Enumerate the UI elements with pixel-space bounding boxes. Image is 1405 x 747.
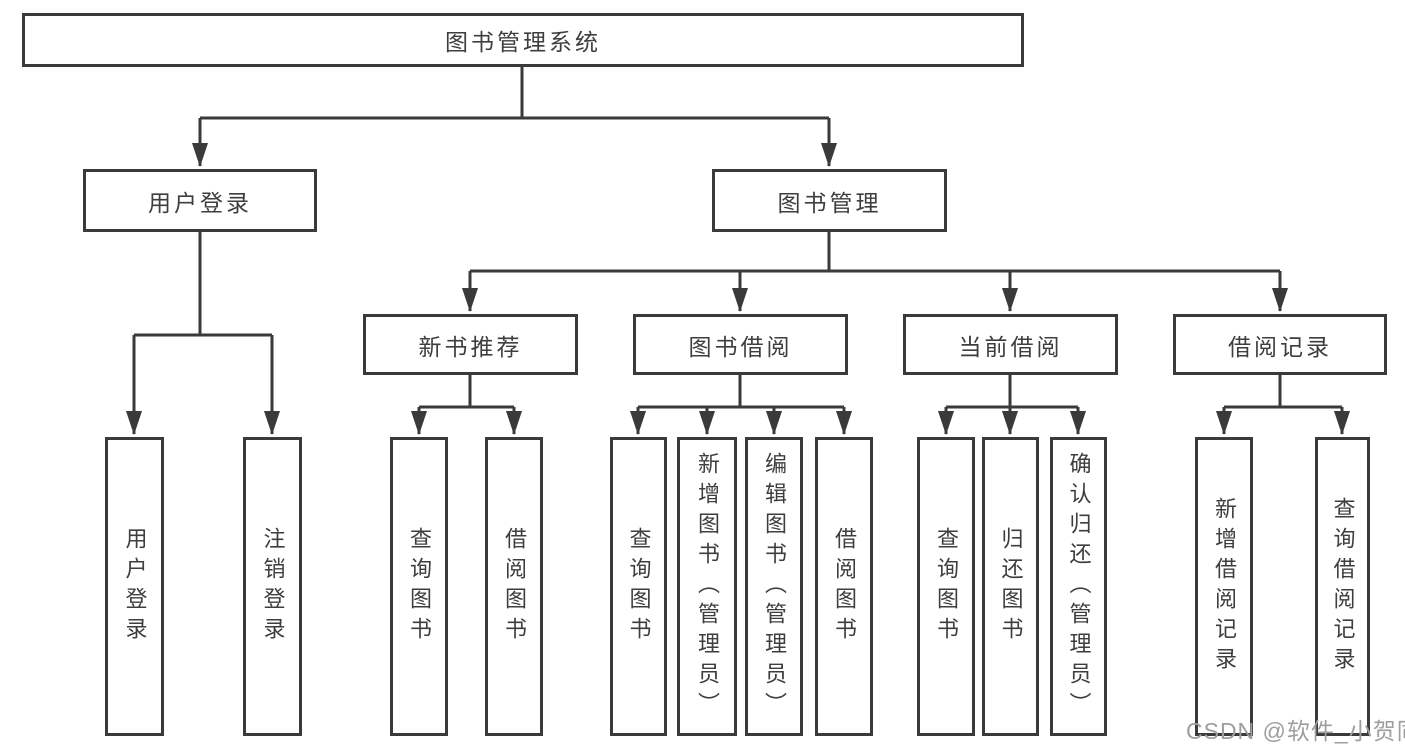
- leaf-newrec-query-book: 查询图书: [390, 437, 448, 736]
- leaf-borrow-borrow-book: 借阅图书: [815, 437, 873, 736]
- node-current-borrow: 当前借阅: [903, 314, 1118, 375]
- leaf-logout: 注销登录: [243, 437, 302, 736]
- node-current-borrow-label: 当前借阅: [958, 333, 1063, 360]
- leaf-current-query-book-label: 查询图书: [934, 526, 959, 647]
- leaf-newrec-borrow-book-label: 借阅图书: [502, 526, 527, 647]
- leaf-current-confirm-return-admin-label: 确认归还（管理员）: [1066, 451, 1092, 722]
- node-new-book-recommend: 新书推荐: [363, 314, 578, 375]
- leaf-borrow-add-book-admin-label: 新增图书（管理员）: [695, 451, 720, 722]
- leaf-newrec-query-book-label: 查询图书: [407, 526, 432, 647]
- node-system-root-label: 图书管理系统: [445, 29, 601, 55]
- node-borrow-record: 借阅记录: [1173, 314, 1387, 375]
- leaf-user-login: 用户登录: [105, 437, 164, 736]
- leaf-current-query-book: 查询图书: [917, 437, 975, 736]
- node-new-book-recommend-label: 新书推荐: [418, 333, 523, 360]
- leaf-current-confirm-return-admin: 确认归还（管理员）: [1050, 437, 1107, 736]
- leaf-record-query-record-label: 查询借阅记录: [1330, 496, 1356, 677]
- leaf-current-return-book-label: 归还图书: [998, 526, 1024, 647]
- node-system-root: 图书管理系统: [22, 13, 1024, 67]
- leaf-record-query-record: 查询借阅记录: [1315, 437, 1370, 736]
- leaf-user-login-label: 用户登录: [122, 526, 148, 647]
- node-book-borrow-label: 图书借阅: [688, 333, 793, 360]
- node-borrow-record-label: 借阅记录: [1228, 333, 1332, 360]
- watermark-text: CSDN @软件_小贺同学: [1186, 718, 1405, 744]
- leaf-borrow-edit-book-admin: 编辑图书（管理员）: [745, 437, 803, 736]
- node-book-management-label: 图书管理: [777, 189, 882, 216]
- node-book-borrow: 图书借阅: [633, 314, 848, 375]
- leaf-borrow-edit-book-admin-label: 编辑图书（管理员）: [762, 451, 787, 722]
- node-user-login-label: 用户登录: [148, 189, 252, 216]
- leaf-borrow-borrow-book-label: 借阅图书: [832, 526, 857, 647]
- leaf-borrow-query-book-label: 查询图书: [626, 526, 652, 647]
- leaf-record-add-record: 新增借阅记录: [1195, 437, 1253, 736]
- node-user-login: 用户登录: [83, 169, 317, 232]
- leaf-current-return-book: 归还图书: [982, 437, 1039, 736]
- node-book-management: 图书管理: [712, 169, 947, 232]
- leaf-logout-label: 注销登录: [260, 526, 286, 647]
- leaf-record-add-record-label: 新增借阅记录: [1212, 496, 1237, 677]
- leaf-borrow-add-book-admin: 新增图书（管理员）: [677, 437, 737, 736]
- leaf-newrec-borrow-book: 借阅图书: [485, 437, 543, 736]
- leaf-borrow-query-book: 查询图书: [610, 437, 667, 736]
